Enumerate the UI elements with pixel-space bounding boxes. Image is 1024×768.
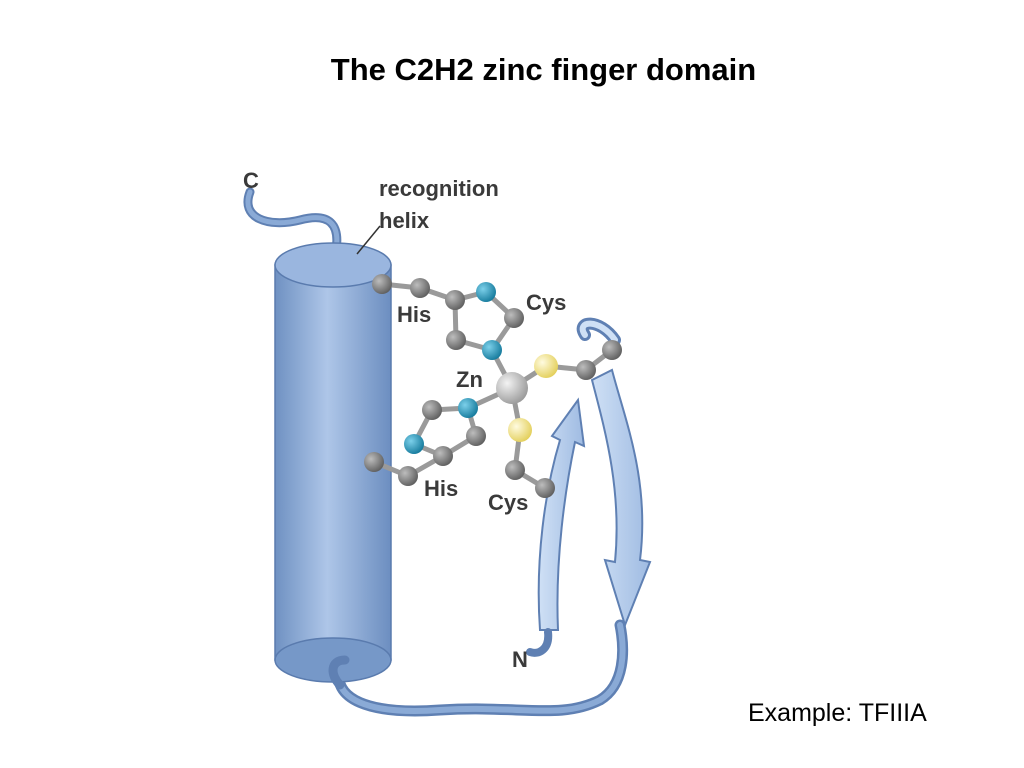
- his-lower-label: His: [424, 476, 458, 501]
- n-terminal-tail: [526, 628, 553, 657]
- c-terminus-label: C: [243, 168, 259, 193]
- example-caption: Example: TFIIIA: [748, 699, 927, 727]
- nitrogen-atom: [458, 398, 478, 418]
- helix-leader-line: [356, 225, 381, 255]
- carbon-atom: [433, 446, 453, 466]
- carbon-atom: [505, 460, 525, 480]
- helix-label: helix: [379, 208, 430, 233]
- cys-upper-label: Cys: [526, 290, 566, 315]
- nitrogen-atom: [476, 282, 496, 302]
- recognition-label: recognition: [379, 176, 499, 201]
- sulfur-atom: [508, 418, 532, 442]
- carbon-atom: [445, 290, 465, 310]
- carbon-atom: [466, 426, 486, 446]
- beta-hairpin: [526, 317, 652, 657]
- nitrogen-atom: [482, 340, 502, 360]
- carbon-atom: [446, 330, 466, 350]
- carbon-atom: [364, 452, 384, 472]
- carbon-atom: [372, 274, 392, 294]
- carbon-atom: [576, 360, 596, 380]
- cys-lower-label: Cys: [488, 490, 528, 515]
- carbon-atom: [504, 308, 524, 328]
- carbon-atom: [422, 400, 442, 420]
- atoms: [364, 274, 622, 498]
- carbon-atom: [535, 478, 555, 498]
- nitrogen-atom: [404, 434, 424, 454]
- zinc-atom: [496, 372, 528, 404]
- n-terminus-label: N: [512, 647, 528, 672]
- his-upper-label: His: [397, 302, 431, 327]
- carbon-atom: [602, 340, 622, 360]
- sulfur-atom: [534, 354, 558, 378]
- zn-label: Zn: [456, 367, 483, 392]
- slide-title: The C2H2 zinc finger domain: [330, 52, 757, 87]
- carbon-atom: [410, 278, 430, 298]
- recognition-helix-cylinder: [274, 242, 392, 683]
- carbon-atom: [398, 466, 418, 486]
